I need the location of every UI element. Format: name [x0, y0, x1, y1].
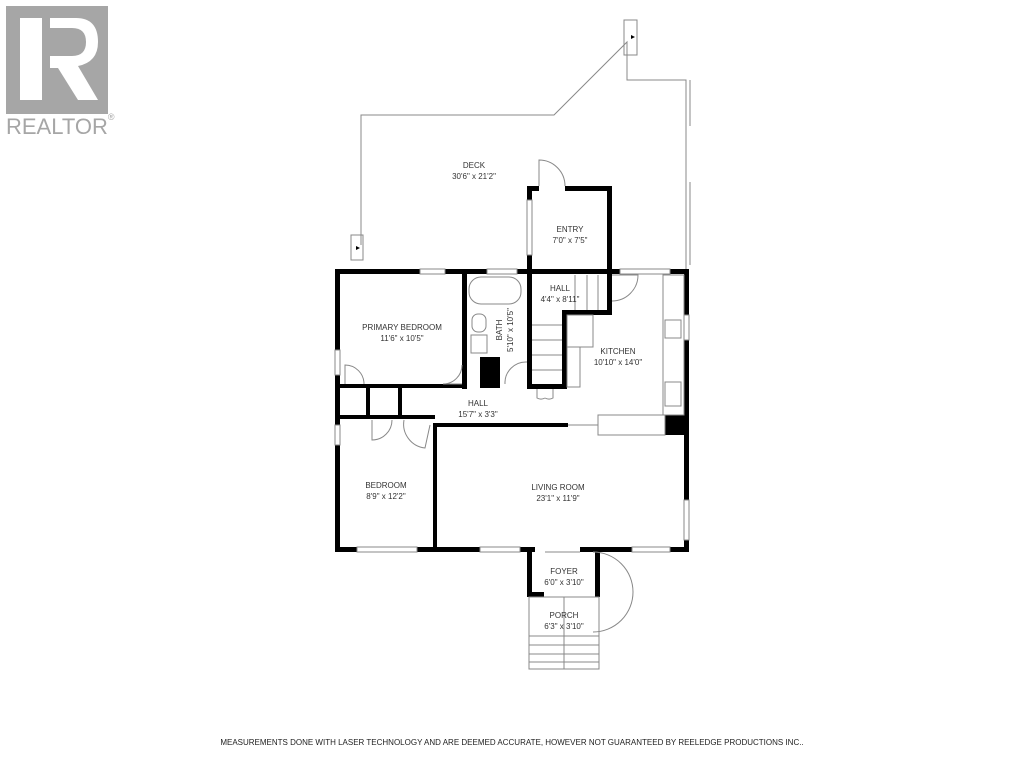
disclaimer: MEASUREMENTS DONE WITH LASER TECHNOLOGY … — [220, 738, 804, 747]
deck-stair-top — [623, 19, 638, 56]
windows — [334, 199, 690, 553]
walls — [335, 186, 689, 597]
fixtures — [344, 159, 685, 670]
realtor-r-icon — [20, 18, 98, 100]
deck-stair-left — [350, 234, 364, 261]
deck-outline — [350, 19, 691, 270]
realtor-logo-mark — [6, 6, 108, 114]
realtor-logo-text: REALTOR® — [6, 112, 115, 139]
